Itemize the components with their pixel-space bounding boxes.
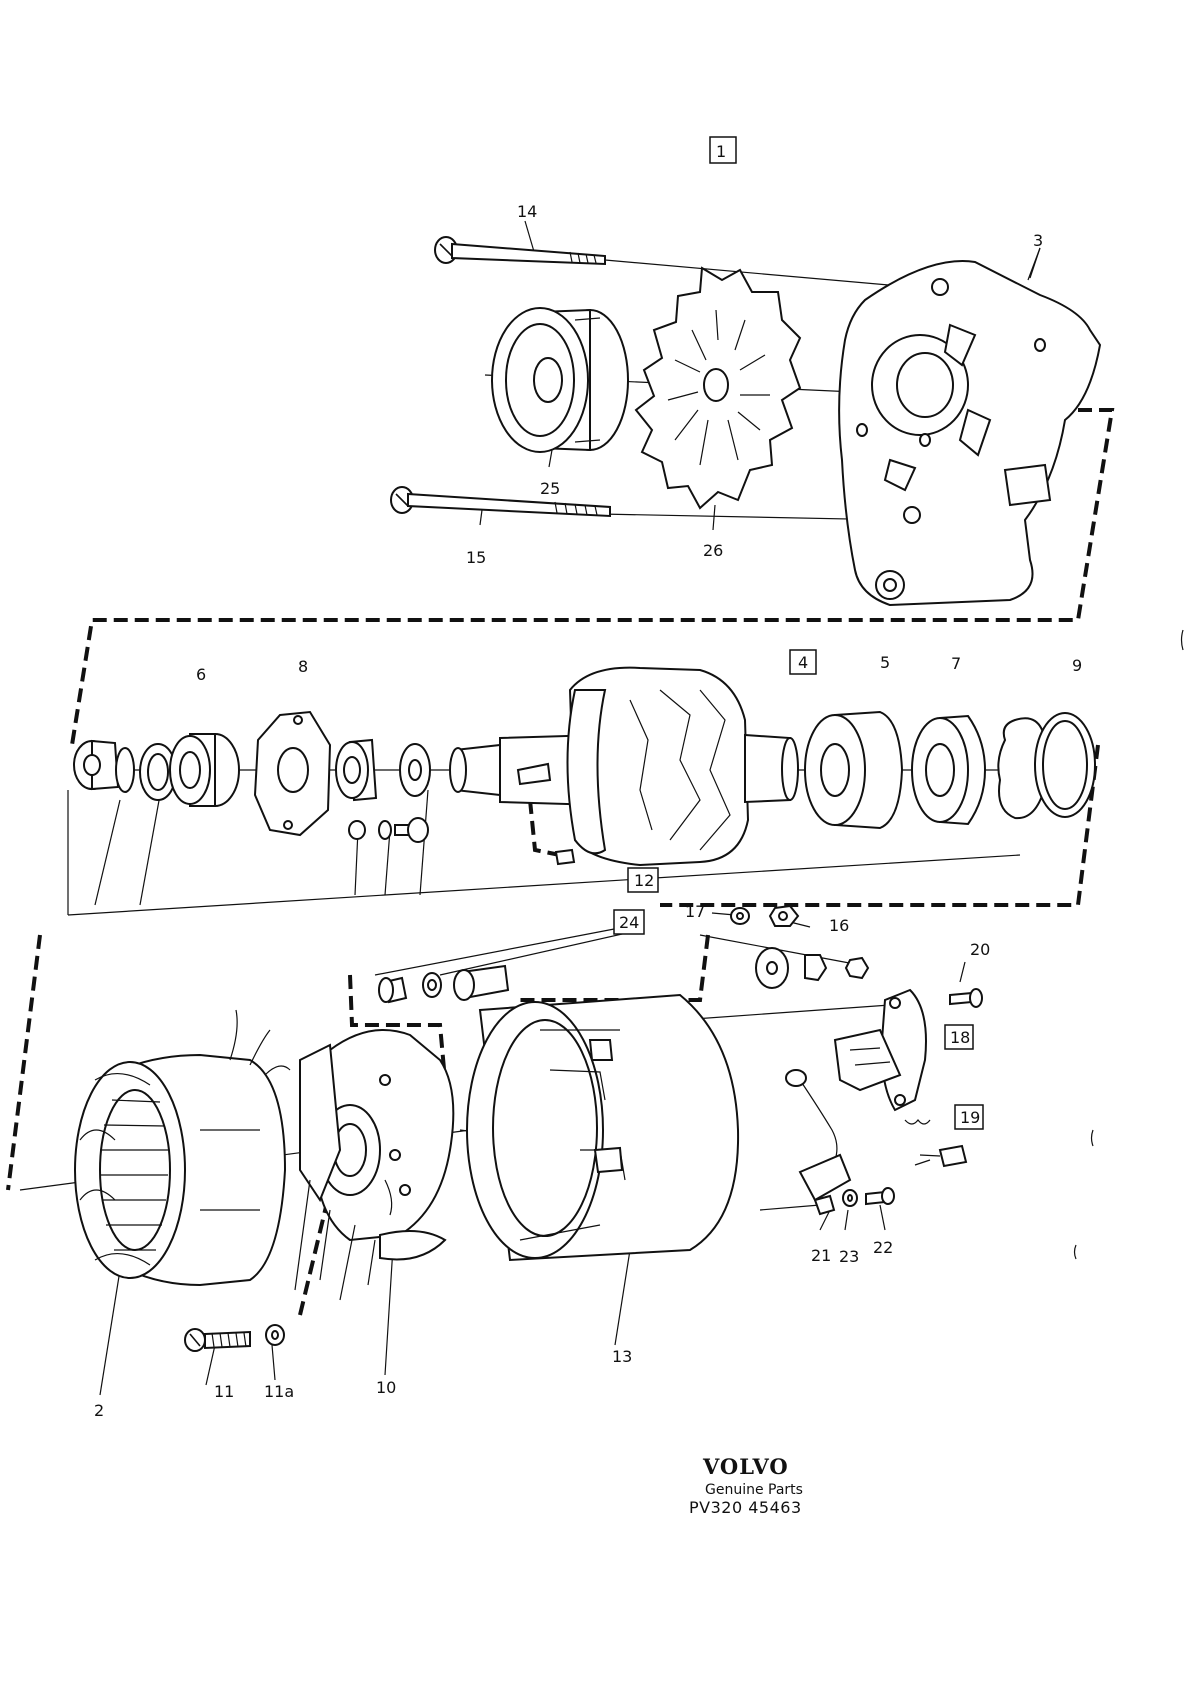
label-11a: 11a — [264, 1382, 294, 1401]
part-nut — [73, 739, 120, 791]
part-14-through-bolt — [434, 236, 606, 266]
part-5-slip-ring-sleeve — [804, 710, 904, 830]
part-19-brush — [904, 1119, 968, 1168]
label-9: 9 — [1072, 656, 1082, 675]
part-21-capacitor — [785, 1069, 852, 1216]
part-22-screw — [865, 1187, 895, 1206]
reference-box-24: 24 — [613, 909, 645, 935]
assembly-line-left — [6, 934, 42, 1191]
label-5: 5 — [880, 653, 890, 672]
assembly-line-top — [70, 408, 1115, 746]
label-14: 14 — [517, 202, 537, 221]
reference-number: 1 — [716, 142, 726, 161]
label-11: 11 — [214, 1382, 234, 1401]
reference-box-4: 4 — [789, 649, 817, 675]
label-22: 22 — [873, 1238, 893, 1257]
label-20: 20 — [970, 940, 990, 959]
label-25: 25 — [540, 479, 560, 498]
part-10-rectifier — [294, 1029, 455, 1301]
part-3-drive-end-bracket — [838, 260, 1102, 607]
bracket-top-leader — [1027, 247, 1041, 281]
label-17: 17 — [685, 902, 705, 921]
label-8: 8 — [298, 657, 308, 676]
label-13: 13 — [612, 1347, 632, 1366]
reference-box-12: 12 — [627, 867, 659, 893]
part-11a-washer — [265, 1324, 285, 1346]
assembly-line-stator-screw — [298, 1189, 332, 1316]
label-6: 6 — [196, 665, 206, 684]
brand-tagline: Genuine Parts — [705, 1482, 803, 1498]
part-15-through-bolt — [390, 486, 611, 518]
label-19: 19 — [960, 1108, 980, 1127]
part-16-nut — [768, 904, 800, 927]
label-18: 18 — [950, 1028, 970, 1047]
reference-box-1: 1 — [709, 136, 737, 164]
part-23-washer — [842, 1189, 858, 1207]
part-7-bearing — [911, 714, 987, 826]
label-23: 23 — [839, 1247, 859, 1266]
label-2: 2 — [94, 1401, 104, 1420]
part-11-screw — [184, 1328, 251, 1352]
part-17-washer — [730, 907, 750, 925]
part-24-insulators — [378, 947, 870, 1004]
part-2-stator — [74, 1009, 291, 1287]
callout-labels: 14 3 25 15 26 6 8 5 7 9 17 16 20 21 23 2… — [94, 202, 1082, 1420]
label-24: 24 — [619, 913, 639, 932]
label-7: 7 — [951, 654, 961, 673]
part-13-slip-ring-end-housing — [466, 993, 740, 1262]
part-washer — [399, 743, 431, 797]
assembly-line-24a — [348, 974, 447, 1081]
part-20-screw — [949, 988, 983, 1008]
label-4: 4 — [798, 653, 808, 672]
part-6-bearing — [169, 733, 240, 807]
scan-edge-marks — [1073, 629, 1184, 1260]
part-4-rotor — [449, 666, 799, 867]
part-9-spring-ring — [997, 712, 1096, 820]
label-15: 15 — [466, 548, 486, 567]
volvo-brand-block: VOLVO Genuine Parts PV320 45463 — [689, 1454, 803, 1517]
part-number-code: PV320 45463 — [689, 1498, 802, 1517]
assembly-line-rotor-key — [528, 799, 561, 857]
part-collar — [335, 738, 378, 802]
reference-box-19: 19 — [954, 1104, 984, 1130]
label-16: 16 — [829, 916, 849, 935]
part-retainer-screw — [348, 817, 429, 843]
part-spring-washer — [115, 747, 135, 793]
part-spacer-ring — [139, 743, 177, 801]
part-25-pulley — [491, 307, 629, 453]
part-26-fan — [634, 266, 802, 510]
label-10: 10 — [376, 1378, 396, 1397]
part-18-brush-holder — [833, 988, 927, 1112]
assembly-line-mid — [660, 744, 1100, 907]
label-21: 21 — [811, 1246, 831, 1265]
label-3: 3 — [1033, 231, 1043, 250]
label-26: 26 — [703, 541, 723, 560]
part-8-bearing-retainer — [253, 710, 332, 837]
label-12: 12 — [634, 871, 654, 890]
brand-logo: VOLVO — [702, 1454, 789, 1479]
reference-box-18: 18 — [944, 1024, 974, 1050]
